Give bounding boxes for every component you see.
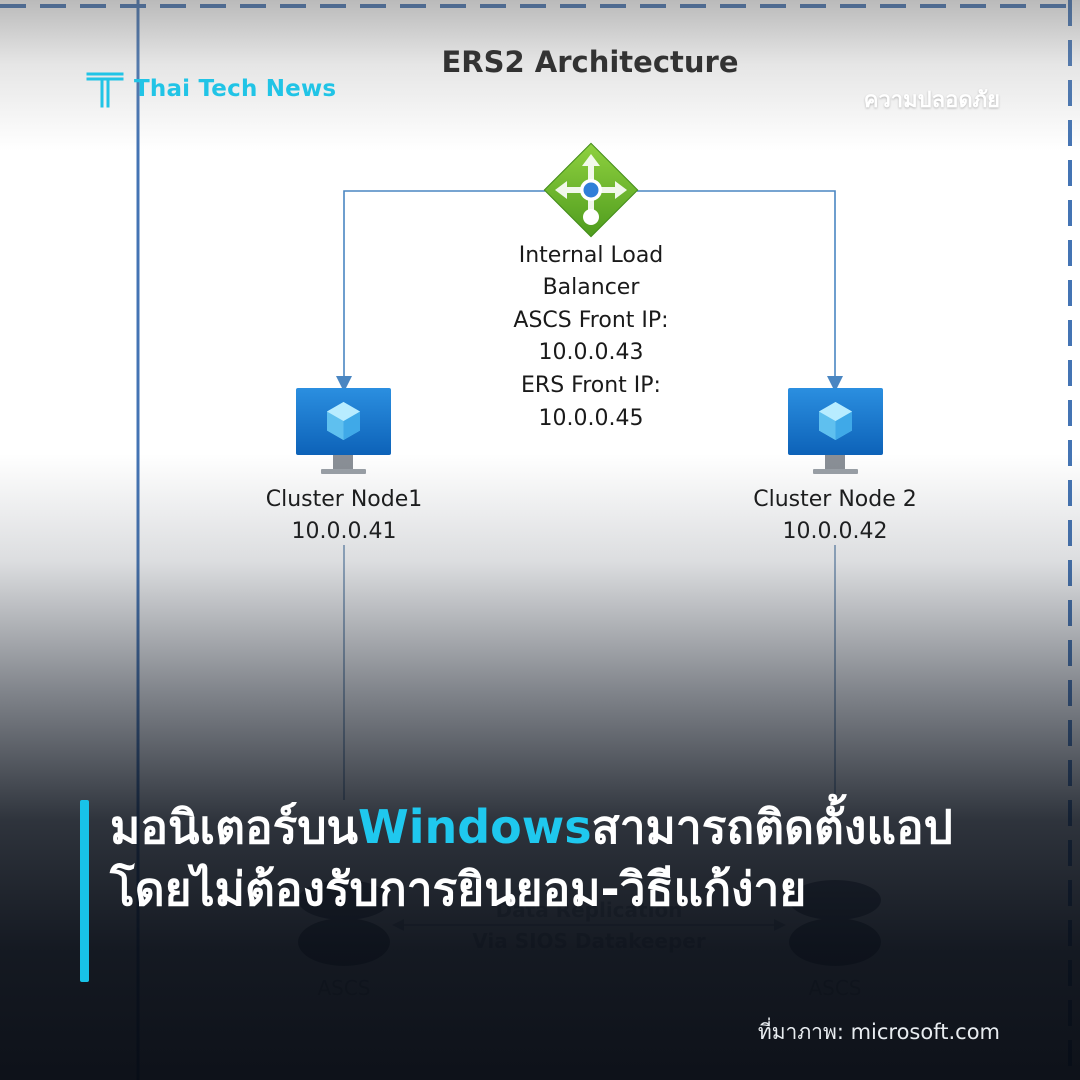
headline: มอนิเตอร์บนWindowsสามารถติดตั้งแอปโดยไม่… [110,796,1010,920]
headline-text: สามารถติดตั้งแอปโดยไม่ต้องรับการยินยอม-ว… [110,800,953,916]
load-balancer-icon [543,142,639,238]
headline-highlight: Windows [357,800,592,854]
lb-line: 10.0.0.45 [539,406,644,431]
lb-line: 10.0.0.43 [539,340,644,365]
disk-label: ASCS [317,976,370,1000]
image-credit: ที่มาภาพ: microsoft.com [757,1020,1000,1044]
lb-line: ASCS Front IP: [513,308,668,333]
headline-accent-bar [80,800,89,982]
node-name: Cluster Node1 [266,487,423,512]
category-label: ความปลอดภัย [863,88,1000,113]
brand: Thai Tech News [86,70,336,108]
replication-label: Via SIOS Datakeeper [472,929,706,953]
load-balancer-label: Internal Load Balancer ASCS Front IP: 10… [513,243,668,431]
node-name: Cluster Node 2 [753,487,917,512]
headline-text: มอนิเตอร์บน [110,800,358,854]
brand-name: Thai Tech News [134,76,337,102]
lb-line: Internal Load [519,243,664,268]
diagram-title: ERS2 Architecture [441,45,738,79]
lb-line: ERS Front IP: [521,373,661,398]
node-ip: 10.0.0.42 [783,519,888,544]
virtual-machine-icon [296,388,391,474]
node-ip: 10.0.0.41 [292,519,397,544]
cluster-node-1: Cluster Node1 10.0.0.41 [266,388,423,544]
t-logo-icon [86,72,124,108]
lb-line: Balancer [543,275,641,300]
disk-label: ASCS [808,976,861,1000]
cluster-node-2: Cluster Node 2 10.0.0.42 [753,388,917,544]
virtual-machine-icon [788,388,883,474]
